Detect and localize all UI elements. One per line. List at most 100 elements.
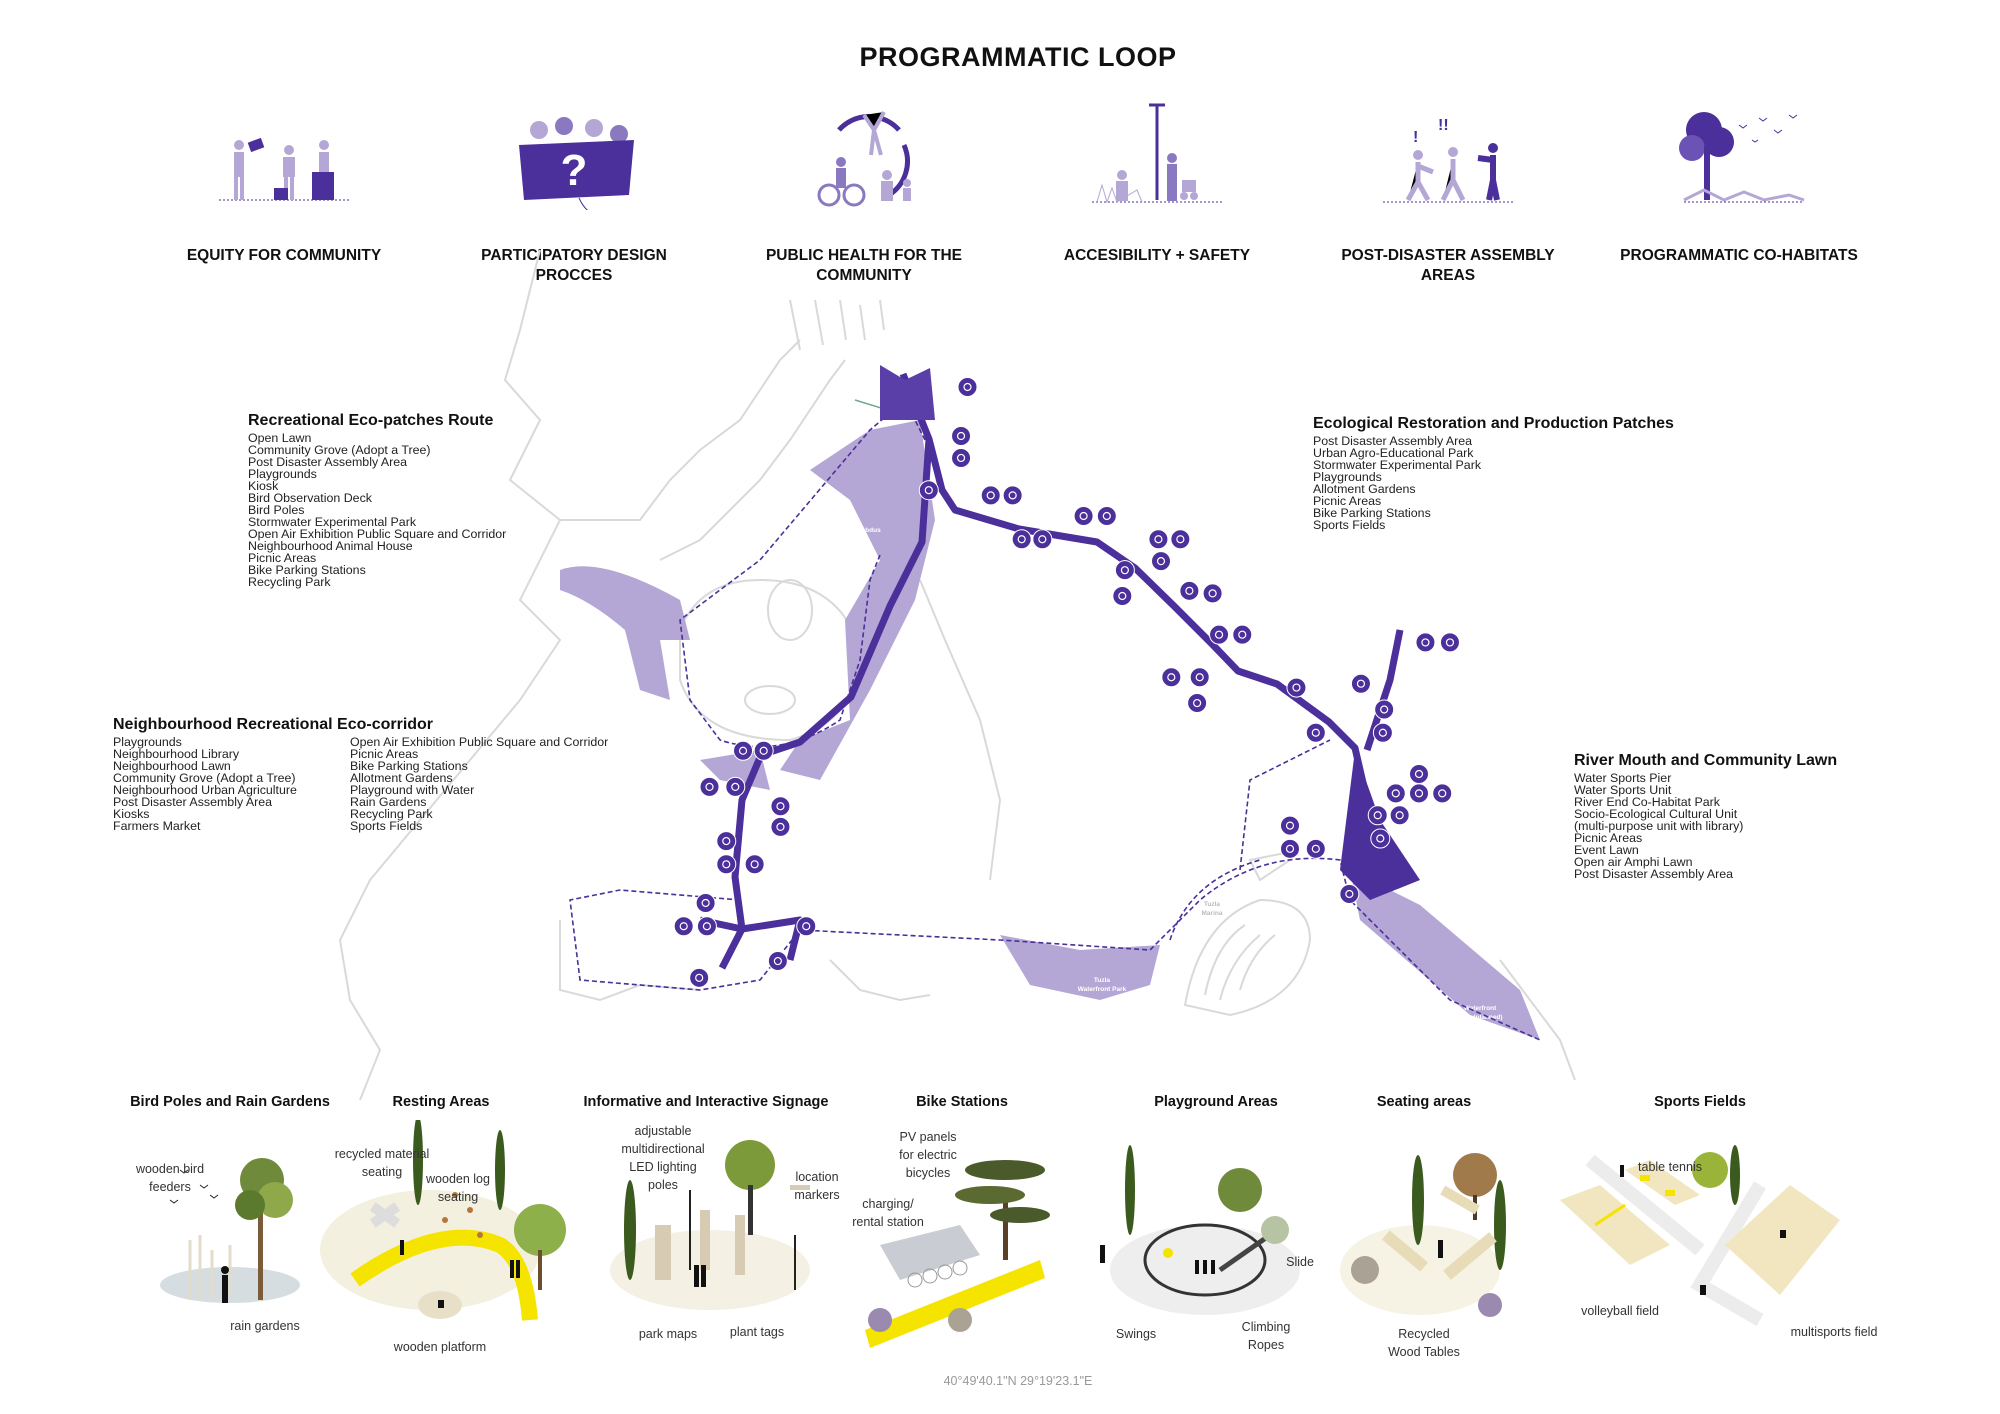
program-marker-icon[interactable] — [753, 740, 774, 761]
program-marker-icon[interactable] — [733, 740, 754, 761]
program-marker-icon[interactable] — [796, 916, 817, 937]
theme-post-disaster: ! !! POST-DISASTER ASSEMBLY AREAS — [1318, 100, 1578, 286]
sports-fields-illustration — [1560, 1145, 1840, 1327]
program-marker-icon[interactable] — [1202, 583, 1223, 604]
element-title: Bike Stations — [916, 1094, 1008, 1110]
zone-item: Open Lawn — [248, 431, 312, 445]
program-marker-icon[interactable] — [1112, 585, 1133, 606]
program-marker-icon[interactable] — [673, 916, 694, 937]
svg-text:!: ! — [1413, 129, 1418, 146]
element-title: Playground Areas — [1154, 1094, 1278, 1110]
program-glyph-icon — [1193, 698, 1202, 708]
program-marker-icon[interactable] — [1179, 580, 1200, 601]
zone-river-mouth: River Mouth and Community Lawn Water Spo… — [1574, 752, 1837, 880]
bird-poles-illustration — [160, 1158, 300, 1303]
zone-item: Urban Agro-Educational Park — [1313, 446, 1474, 460]
program-glyph-icon — [1118, 591, 1127, 601]
program-marker-icon[interactable] — [1286, 677, 1307, 698]
program-marker-icon[interactable] — [1032, 529, 1053, 550]
program-marker-icon[interactable] — [770, 796, 791, 817]
program-glyph-icon — [1185, 586, 1194, 595]
program-glyph-icon — [1445, 638, 1455, 647]
program-glyph-icon — [1345, 889, 1354, 899]
program-marker-icon[interactable] — [1002, 485, 1023, 506]
program-marker-icon[interactable] — [1114, 560, 1135, 581]
program-glyph-icon — [986, 491, 995, 500]
program-marker-icon[interactable] — [1011, 529, 1032, 550]
program-marker-icon[interactable] — [1372, 722, 1393, 743]
bike-station-illustration — [865, 1160, 1050, 1348]
theme-label: PROGRAMMATIC CO-HABITATS — [1620, 247, 1858, 264]
program-marker-icon[interactable] — [1409, 764, 1429, 784]
program-marker-icon[interactable] — [767, 951, 788, 972]
program-glyph-icon — [722, 836, 731, 846]
program-marker-icon[interactable] — [957, 377, 978, 397]
program-marker-icon[interactable] — [696, 916, 717, 937]
program-marker-icon[interactable] — [1187, 693, 1208, 714]
active-people-icon — [817, 111, 911, 207]
program-marker-icon[interactable] — [1096, 506, 1117, 526]
element-title: Informative and Interactive Signage — [583, 1094, 829, 1110]
program-marker-icon[interactable] — [716, 854, 737, 875]
zone-item: Allotment Gardens — [350, 771, 453, 785]
zone-item: Neighbourhood Urban Agriculture — [113, 783, 297, 797]
program-marker-icon[interactable] — [1339, 883, 1360, 904]
park-areas — [560, 420, 1540, 1040]
zone-title: River Mouth and Community Lawn — [1574, 752, 1838, 769]
program-glyph-icon — [701, 898, 710, 908]
resting-areas-illustration — [320, 1120, 566, 1321]
program-marker-icon[interactable] — [1374, 699, 1395, 720]
map-labels: Tuzla Kamil Abdus Lake Park Tuzla Waterf… — [823, 527, 1502, 1021]
program-marker-icon[interactable] — [918, 480, 939, 501]
program-marker-icon[interactable] — [716, 831, 737, 852]
program-marker-icon[interactable] — [1409, 783, 1429, 804]
zone-item: Rain Gardens — [350, 795, 427, 809]
program-marker-icon[interactable] — [951, 447, 972, 468]
program-marker-icon[interactable] — [689, 967, 710, 988]
program-marker-icon[interactable] — [1209, 624, 1230, 645]
program-glyph-icon — [1120, 566, 1129, 575]
program-marker-icon[interactable] — [1350, 673, 1371, 694]
svg-text:Park (planned): Park (planned) — [1457, 1014, 1502, 1021]
program-marker-icon[interactable] — [1073, 506, 1094, 526]
program-marker-icon[interactable] — [1385, 783, 1406, 804]
annotation: Swings — [1115, 1327, 1157, 1341]
program-marker-icon[interactable] — [1305, 722, 1326, 743]
zone-item: Kiosk — [248, 479, 279, 493]
program-marker-icon[interactable] — [1370, 828, 1391, 849]
program-glyph-icon — [1414, 789, 1424, 798]
svg-text:Tuzla Kamil Abdus: Tuzla Kamil Abdus — [823, 527, 881, 534]
program-marker-icon[interactable] — [744, 854, 765, 875]
program-glyph-icon — [773, 956, 782, 966]
program-marker-icon[interactable] — [980, 485, 1001, 506]
program-marker-icon[interactable] — [695, 893, 716, 913]
program-glyph-icon — [759, 746, 768, 755]
program-marker-icon[interactable] — [1367, 805, 1388, 826]
program-marker-icon[interactable] — [1280, 815, 1300, 836]
program-marker-icon[interactable] — [1415, 632, 1436, 653]
program-marker-icon[interactable] — [699, 776, 720, 797]
program-marker-icon[interactable] — [1189, 667, 1210, 688]
program-marker-icon[interactable] — [1232, 624, 1253, 645]
program-marker-icon[interactable] — [1280, 838, 1300, 859]
zone-item: Picnic Areas — [1313, 494, 1382, 508]
annotation: wooden platform — [393, 1340, 487, 1354]
annotation: plant tags — [729, 1325, 785, 1339]
element-title: Sports Fields — [1654, 1094, 1746, 1110]
program-marker-icon[interactable] — [725, 776, 746, 797]
program-marker-icon[interactable] — [1432, 783, 1453, 804]
program-marker-icon[interactable] — [1151, 551, 1171, 572]
program-marker-icon[interactable] — [1389, 805, 1410, 826]
program-marker-icon[interactable] — [1439, 632, 1460, 653]
program-marker-icon[interactable] — [1305, 838, 1326, 859]
svg-text:!!: !! — [1438, 117, 1449, 134]
program-marker-icon[interactable] — [1148, 529, 1169, 550]
zone-item: Kiosks — [113, 807, 150, 821]
program-marker-icon[interactable] — [951, 426, 972, 447]
program-marker-icon[interactable] — [1161, 667, 1182, 688]
zone-item: River End Co-Habitat Park — [1574, 795, 1720, 809]
program-marker-icon[interactable] — [770, 816, 791, 837]
program-marker-icon[interactable] — [1170, 529, 1191, 550]
svg-text:Lake Park: Lake Park — [837, 536, 868, 543]
